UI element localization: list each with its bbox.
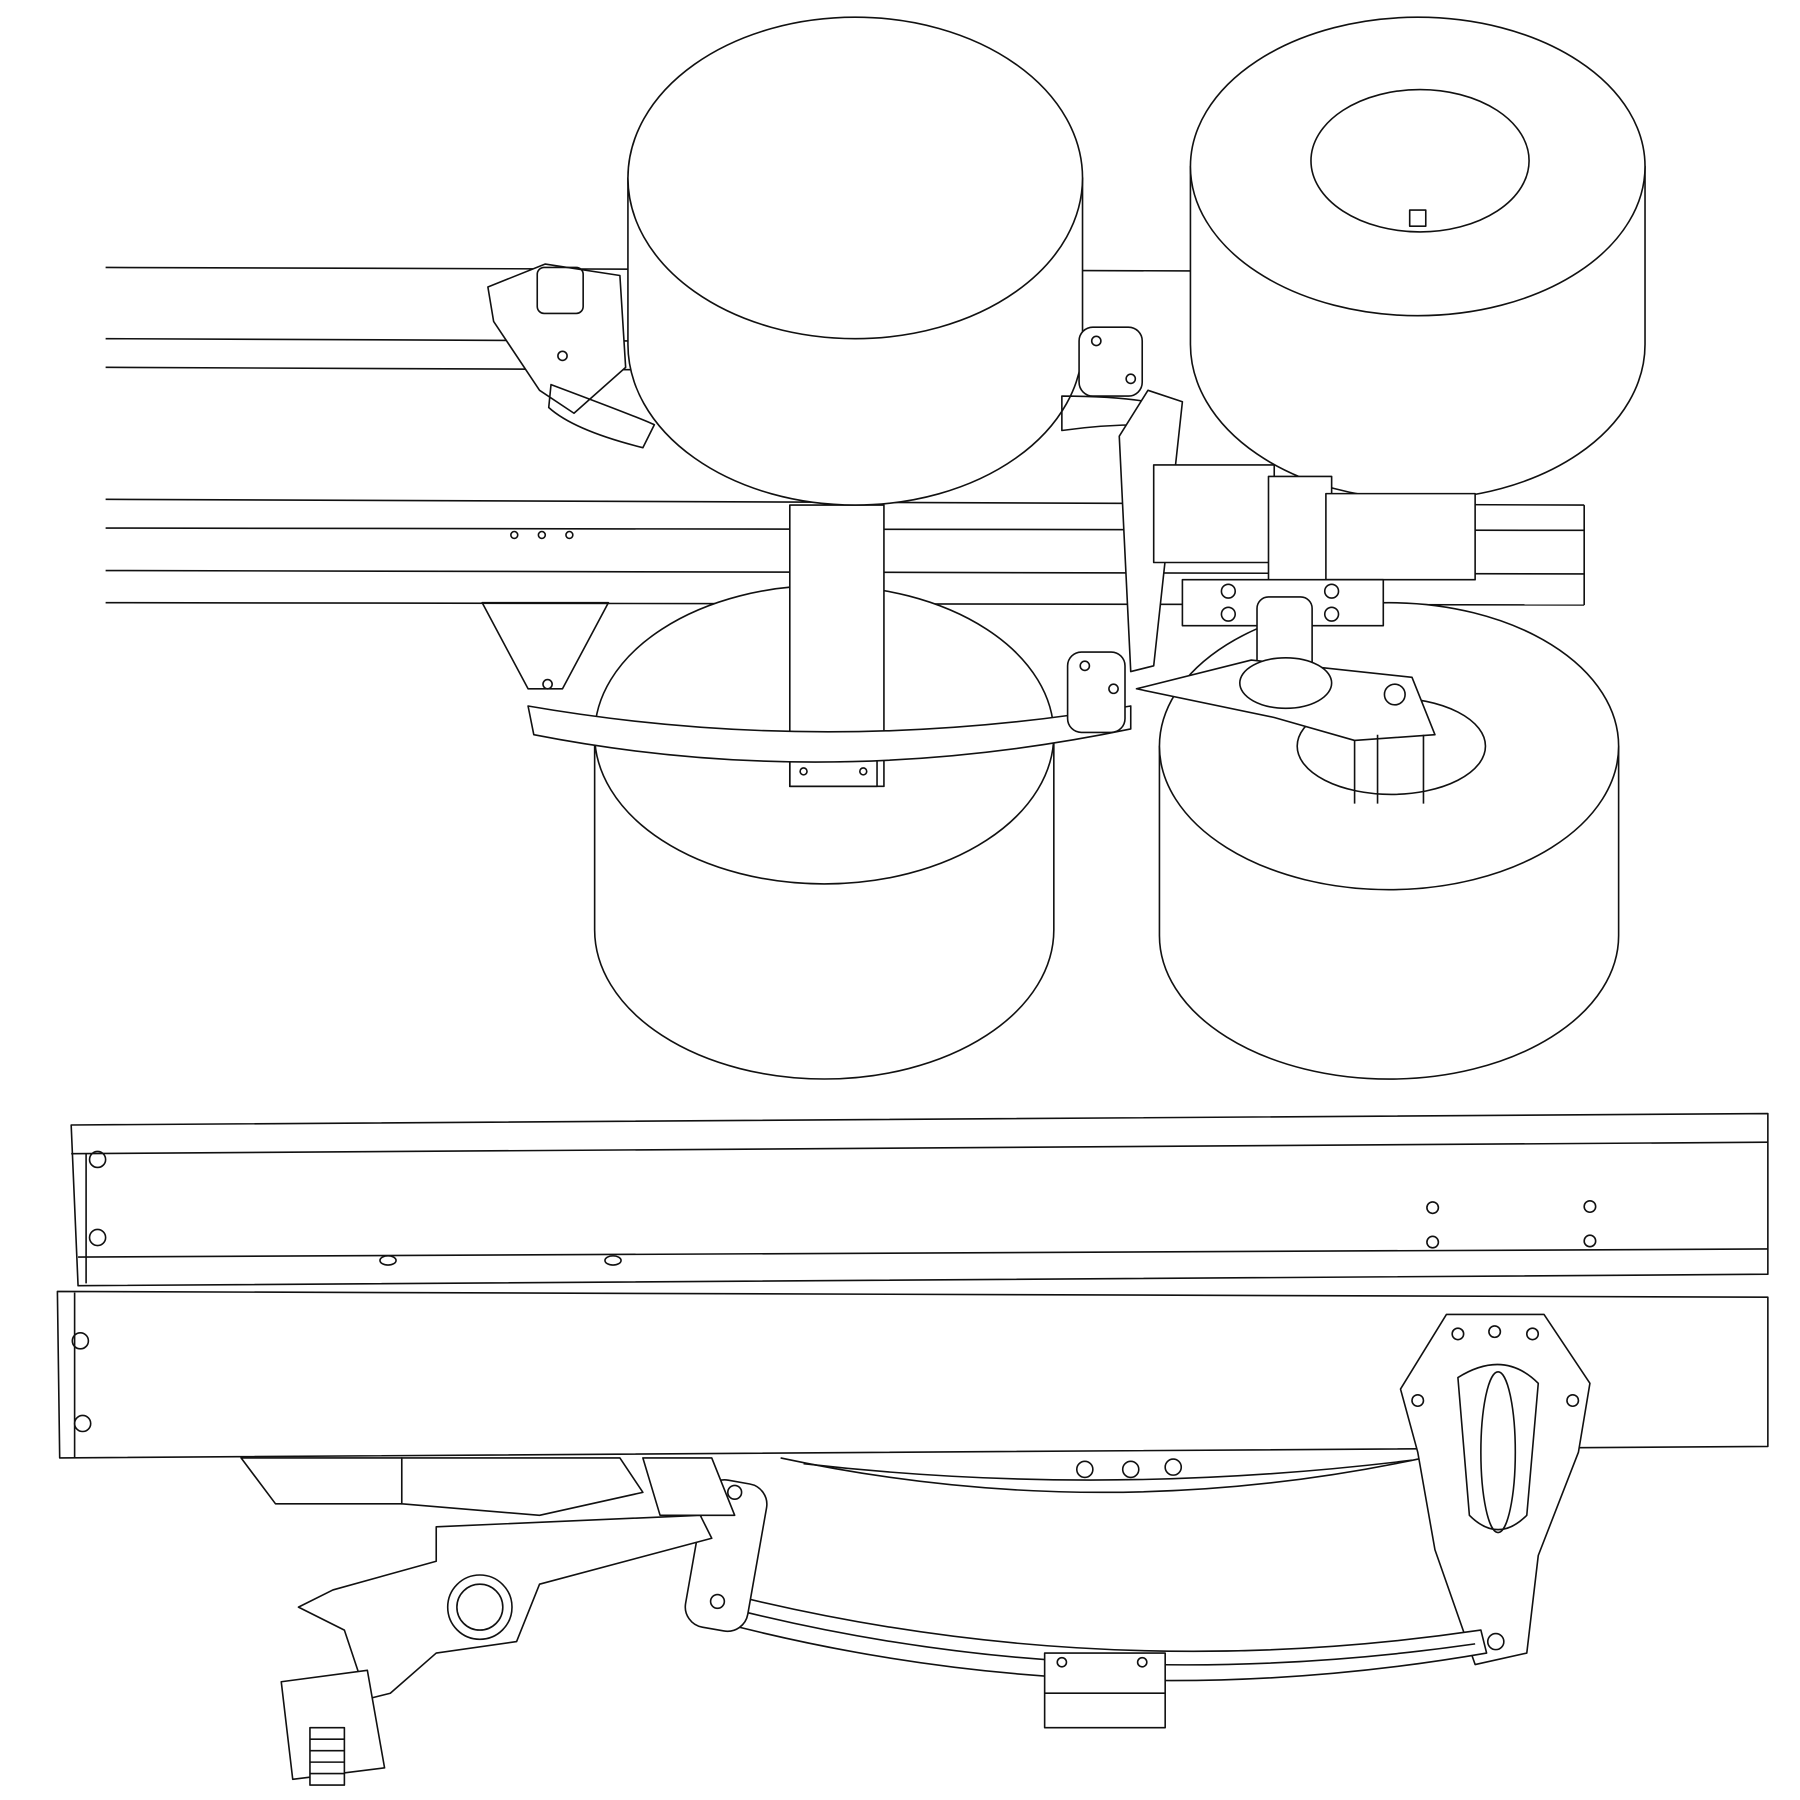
spring-hanger-bracket xyxy=(1399,1313,1591,1666)
wheel-arc xyxy=(780,1457,1424,1494)
upper-chassis-rail xyxy=(70,1112,1769,1287)
steering-assembly xyxy=(1118,389,1476,804)
steering-arm xyxy=(280,1514,713,1786)
wheel-upper-right xyxy=(1189,16,1646,501)
leaf-spring-lower xyxy=(481,601,1132,763)
bottom-view xyxy=(56,1112,1769,1786)
top-view xyxy=(105,16,1646,1080)
leaf-spring xyxy=(705,1589,1488,1729)
lower-chassis-rail xyxy=(56,1290,1769,1459)
shackle xyxy=(684,1479,768,1633)
axle-bracket xyxy=(240,1457,736,1517)
wheel-upper-left xyxy=(627,16,1084,506)
leaf-spring-upper xyxy=(487,263,1149,449)
